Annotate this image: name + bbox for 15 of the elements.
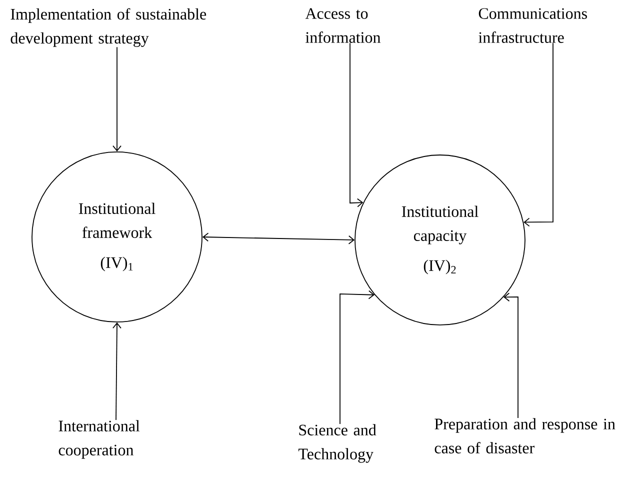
arrow <box>504 292 518 418</box>
text-label: International cooperation <box>58 420 140 459</box>
arrow <box>524 42 554 227</box>
arrow <box>340 290 375 424</box>
circle-node: Institutional framework (IV)$_{1}$ <box>32 152 202 322</box>
text-label: Access to information <box>305 8 381 43</box>
text-label: Communications infrastructure <box>478 8 587 43</box>
arrow <box>112 46 122 152</box>
arrow <box>350 42 364 208</box>
circle-node: Institutional capacity (IV)$_{2}$ <box>354 154 526 326</box>
text-label: Science and Technology <box>298 424 376 463</box>
text-label: Implementation of sustainable development strategy <box>10 8 206 47</box>
text-label: Preparation and response in case of disaster <box>434 418 616 454</box>
arrow <box>112 322 122 420</box>
arrow <box>202 232 355 244</box>
